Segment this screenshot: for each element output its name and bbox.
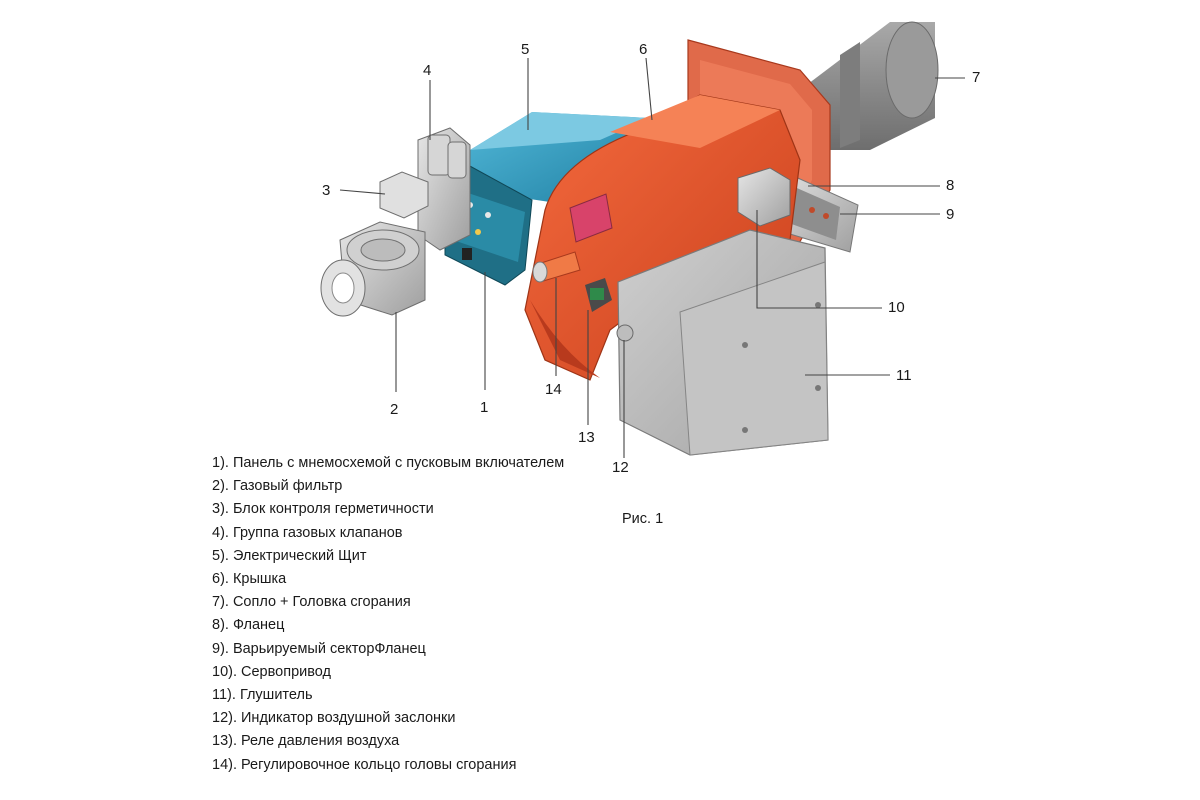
legend-item: 1). Панель с мнемосхемой с пусковым вклю… <box>212 455 565 471</box>
legend-item: 11). Глушитель <box>212 687 313 704</box>
legend-item: 13). Реле давления воздуха <box>212 733 400 750</box>
air-pressure-switch <box>585 278 612 312</box>
callout-5: 5 <box>521 41 529 58</box>
callout-7: 7 <box>972 69 980 86</box>
air-damper-indicator <box>616 324 634 342</box>
legend-item: 2). Газовый фильтр <box>212 478 343 495</box>
callout-3: 3 <box>322 182 330 199</box>
callout-6: 6 <box>639 41 647 58</box>
callout-2: 2 <box>390 401 398 418</box>
leak-control-block <box>379 171 429 219</box>
gas-valve-group <box>417 127 471 251</box>
callout-numbers: 1 2 3 4 5 6 7 8 9 10 11 12 13 14 <box>322 41 980 476</box>
nozzle-combustion-head <box>800 21 939 150</box>
callout-4: 4 <box>423 62 431 79</box>
gas-filter <box>320 221 426 317</box>
callout-10: 10 <box>888 299 905 316</box>
callout-12: 12 <box>612 459 629 476</box>
legend-item: 12). Индикатор воздушной заслонки <box>212 710 456 727</box>
servomotor <box>737 167 791 227</box>
callout-8: 8 <box>946 177 954 194</box>
callout-11: 11 <box>896 367 912 384</box>
callout-9: 9 <box>946 206 954 223</box>
callout-1: 1 <box>480 399 488 416</box>
legend-item: 4). Группа газовых клапанов <box>212 524 403 541</box>
legend-item: 6). Крышка <box>212 571 287 588</box>
figure-caption: Рис. 1 <box>622 511 664 527</box>
legend-item: 9). Варьируемый секторФланец <box>212 640 426 657</box>
leader-lines <box>339 57 965 458</box>
parts-legend: 1). Панель с мнемосхемой с пусковым вклю… <box>212 452 564 777</box>
callout-14: 14 <box>545 381 562 398</box>
legend-item: 3). Блок контроля герметичности <box>212 501 434 518</box>
legend-item: 7). Сопло + Головка сгорания <box>212 594 411 611</box>
legend-item: 8). Фланец <box>212 617 285 634</box>
adjustment-ring <box>532 251 581 283</box>
silencer <box>617 229 829 456</box>
legend-item: 10). Сервопривод <box>212 663 331 680</box>
legend-item: 5). Электрический Щит <box>212 547 367 564</box>
legend-item: 14). Регулировочное кольцо головы сгоран… <box>212 756 517 773</box>
callout-13: 13 <box>578 429 595 446</box>
